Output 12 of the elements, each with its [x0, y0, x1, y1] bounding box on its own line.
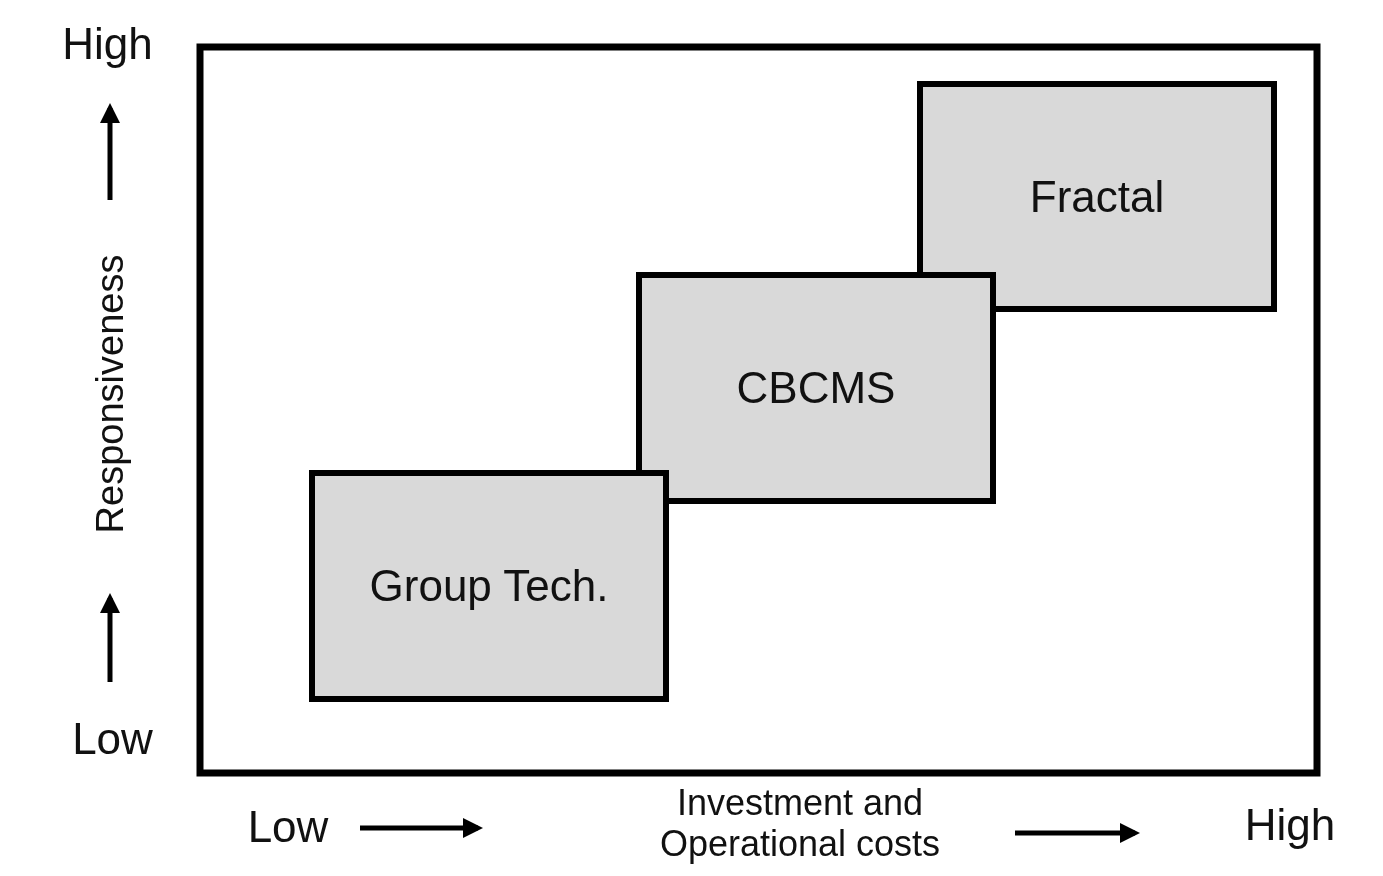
axis-end-label: High [61, 22, 154, 66]
box-label: Fractal [1029, 171, 1165, 222]
axis-title: Investment and Operational costs [658, 782, 942, 865]
axis-end-label: Low [71, 717, 154, 761]
axis-end-label: High [1243, 803, 1337, 847]
axis-end-label: Low [246, 805, 330, 849]
axis-title: Responsiveness [91, 253, 129, 536]
box-label: Group Tech. [369, 561, 609, 611]
category-box [917, 81, 1277, 312]
category-box [636, 272, 996, 504]
category-box [309, 470, 669, 702]
box-label: CBCMS [736, 363, 896, 413]
